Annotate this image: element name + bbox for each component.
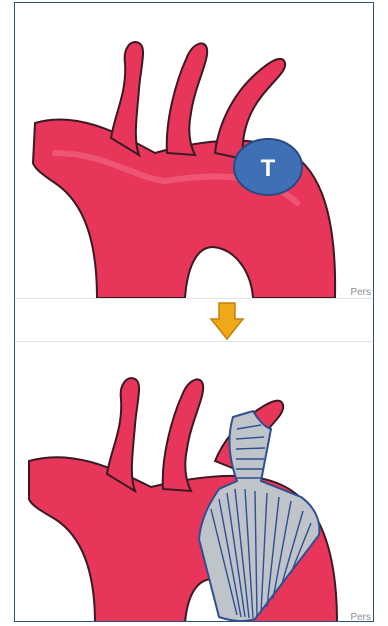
left-common-carotid-artery-bottom bbox=[163, 379, 203, 491]
brachiocephalic-artery bbox=[111, 42, 143, 155]
tumor-label: T bbox=[261, 155, 276, 182]
aortic-arch-diagram-bottom bbox=[15, 341, 373, 622]
down-arrow-icon bbox=[209, 301, 245, 341]
left-common-carotid-artery bbox=[167, 43, 207, 155]
panel-divider-top bbox=[15, 298, 373, 299]
top-panel-aortic-arch: T Pers bbox=[15, 3, 373, 298]
bottom-panel-aortic-arch-graft: Pers bbox=[15, 341, 373, 622]
figure-frame: T Pers bbox=[14, 2, 374, 622]
aortic-arch-diagram-top: T bbox=[15, 3, 373, 298]
top-panel-watermark: Pers bbox=[350, 287, 371, 298]
tumor-marker: T bbox=[234, 139, 302, 195]
brachiocephalic-artery-bottom bbox=[107, 378, 139, 491]
bottom-panel-watermark: Pers bbox=[350, 612, 371, 622]
